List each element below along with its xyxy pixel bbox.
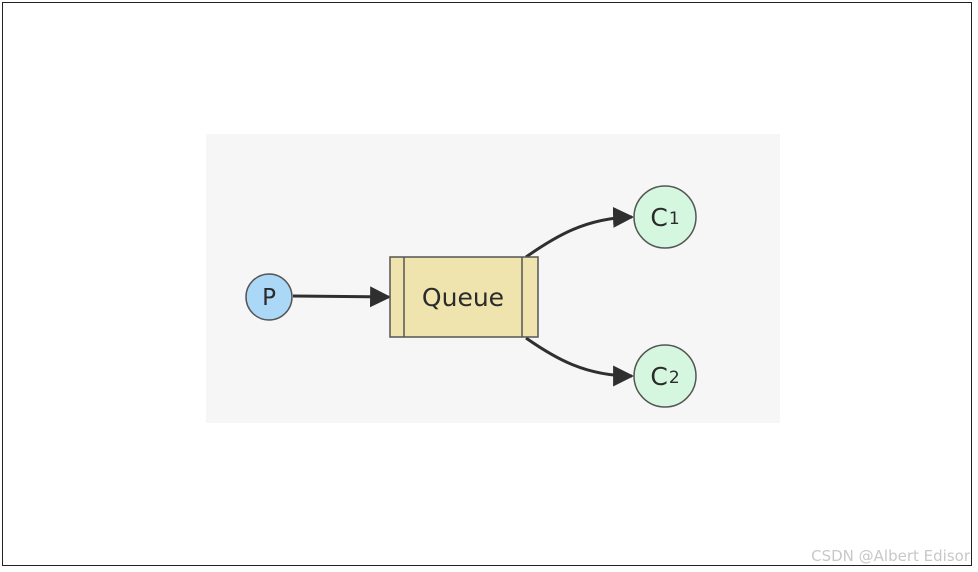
watermark: CSDN @Albert Edisor xyxy=(811,547,970,565)
queue-node: Queue xyxy=(389,256,539,338)
consumer-1-node: C1 xyxy=(633,185,697,249)
consumer-1-subscript: 1 xyxy=(669,209,680,229)
svg-text:C2: C2 xyxy=(650,362,679,391)
consumer-2-label: C xyxy=(650,362,667,391)
message-queue-diagram: P Queue C1 C2 xyxy=(245,185,697,408)
edge-queue-to-consumer-1 xyxy=(525,206,635,259)
edge-producer-to-queue xyxy=(292,286,392,308)
edge-queue-to-consumer-2 xyxy=(525,336,635,387)
consumer-1-label: C xyxy=(650,203,667,232)
producer-label: P xyxy=(262,285,276,311)
consumer-2-subscript: 2 xyxy=(669,368,680,388)
svg-text:C1: C1 xyxy=(650,203,679,232)
producer-node: P xyxy=(245,273,293,321)
consumer-2-node: C2 xyxy=(633,344,697,408)
queue-label: Queue xyxy=(422,283,504,312)
